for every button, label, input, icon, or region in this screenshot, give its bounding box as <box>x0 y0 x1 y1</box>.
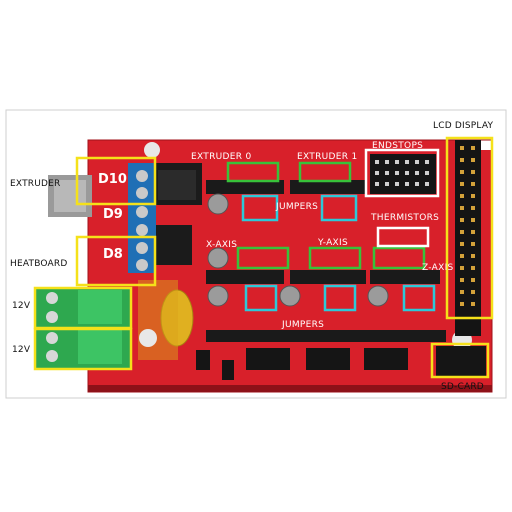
mosfet-2 <box>152 225 192 265</box>
12v-top-label: 12V <box>12 301 31 311</box>
lcd-display-label: LCD DISPLAY <box>433 121 494 131</box>
z-axis-highlight <box>372 246 426 270</box>
extruder0-label: EXTRUDER 0 <box>191 152 252 162</box>
endstops-highlight <box>364 148 440 198</box>
z-axis-label: Z-AXIS <box>422 263 454 273</box>
x-axis-highlight <box>236 246 290 270</box>
y-axis-label: Y-AXIS <box>318 238 348 248</box>
pin-d10-label: D10 <box>98 172 127 187</box>
jumpers-1-highlight <box>244 284 278 312</box>
sd-highlight <box>430 342 490 379</box>
d10-highlight <box>75 156 157 206</box>
extruder-label: EXTRUDER <box>10 179 61 189</box>
thermistors-label: THERMISTORS <box>371 213 440 223</box>
12v-bottom-label: 12V <box>12 345 31 355</box>
jumpers-3-highlight <box>402 284 436 312</box>
extruder1-label: EXTRUDER 1 <box>297 152 358 162</box>
lcd-header <box>455 140 481 336</box>
pin-d9-label: D9 <box>103 207 123 222</box>
thermistors-highlight <box>376 226 430 248</box>
heatboard-label: HEATBOARD <box>10 259 68 269</box>
sd-header <box>436 346 486 376</box>
endstops-label: ENDSTOPS <box>372 141 424 151</box>
lcd-highlight <box>445 136 494 320</box>
jumpers-2-highlight <box>323 284 357 312</box>
pin-d8-label: D8 <box>103 247 123 262</box>
jumpers-x-highlight <box>241 194 279 222</box>
extruder1-highlight <box>298 161 352 183</box>
extruder0-highlight <box>226 161 280 183</box>
jumpers-e1-highlight <box>320 194 358 222</box>
12v-bottom-highlight <box>33 327 133 371</box>
jumpers-bottom-label: JUMPERS <box>282 320 325 330</box>
jumpers-top-label: JUMPERS <box>276 202 319 212</box>
d8-highlight <box>75 235 157 287</box>
y-axis-highlight <box>308 246 362 270</box>
image-frame <box>5 109 507 399</box>
sd-card-label: SD-CARD <box>441 382 484 392</box>
x-axis-label: X-AXIS <box>206 240 238 250</box>
